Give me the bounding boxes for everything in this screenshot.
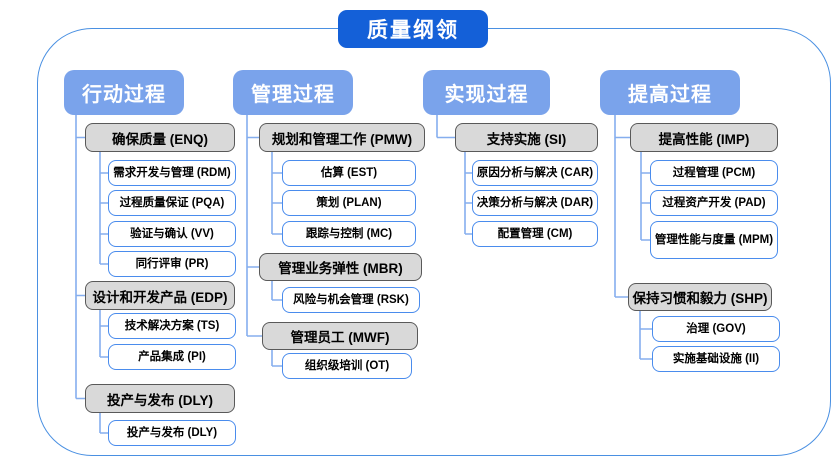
item-rsk: 风险与机会管理 (RSK)	[282, 287, 420, 313]
item-dly: 投产与发布 (DLY)	[108, 420, 236, 446]
column-header-improvement-process: 提高过程	[600, 70, 740, 115]
item-rdm: 需求开发与管理 (RDM)	[108, 160, 236, 186]
column-header-action-process: 行动过程	[64, 70, 184, 115]
item-pcm: 过程管理 (PCM)	[650, 160, 778, 186]
item-gov: 治理 (GOV)	[652, 316, 780, 342]
item-pi: 产品集成 (PI)	[108, 344, 236, 370]
item-pqa: 过程质量保证 (PQA)	[108, 190, 236, 216]
group-si: 支持实施 (SI)	[455, 123, 598, 152]
column-header-implementation-process: 实现过程	[423, 70, 550, 115]
group-edp: 设计和开发产品 (EDP)	[85, 281, 235, 310]
group-pmw: 规划和管理工作 (PMW)	[259, 123, 425, 152]
group-mwf: 管理员工 (MWF)	[262, 322, 418, 350]
group-dly: 投产与发布 (DLY)	[85, 384, 235, 413]
item-vv: 验证与确认 (VV)	[108, 221, 236, 247]
item-mpm: 管理性能与度量 (MPM)	[650, 221, 778, 259]
group-enq: 确保质量 (ENQ)	[85, 123, 235, 152]
item-car: 原因分析与解决 (CAR)	[472, 160, 598, 186]
item-ts: 技术解决方案 (TS)	[108, 313, 236, 339]
item-cm: 配置管理 (CM)	[472, 221, 598, 247]
item-mc: 跟踪与控制 (MC)	[282, 221, 416, 247]
diagram-title: 质量纲领	[338, 10, 488, 48]
item-ii: 实施基础设施 (II)	[652, 346, 780, 372]
item-dar: 决策分析与解决 (DAR)	[472, 190, 598, 216]
item-ot: 组织级培训 (OT)	[282, 353, 412, 379]
item-pad: 过程资产开发 (PAD)	[650, 190, 778, 216]
group-mbr: 管理业务弹性 (MBR)	[259, 253, 422, 281]
group-imp: 提高性能 (IMP)	[630, 123, 778, 152]
group-shp: 保持习惯和毅力 (SHP)	[628, 283, 772, 311]
item-plan: 策划 (PLAN)	[282, 190, 416, 216]
column-header-management-process: 管理过程	[233, 70, 353, 115]
item-pr: 同行评审 (PR)	[108, 251, 236, 277]
item-est: 估算 (EST)	[282, 160, 416, 186]
